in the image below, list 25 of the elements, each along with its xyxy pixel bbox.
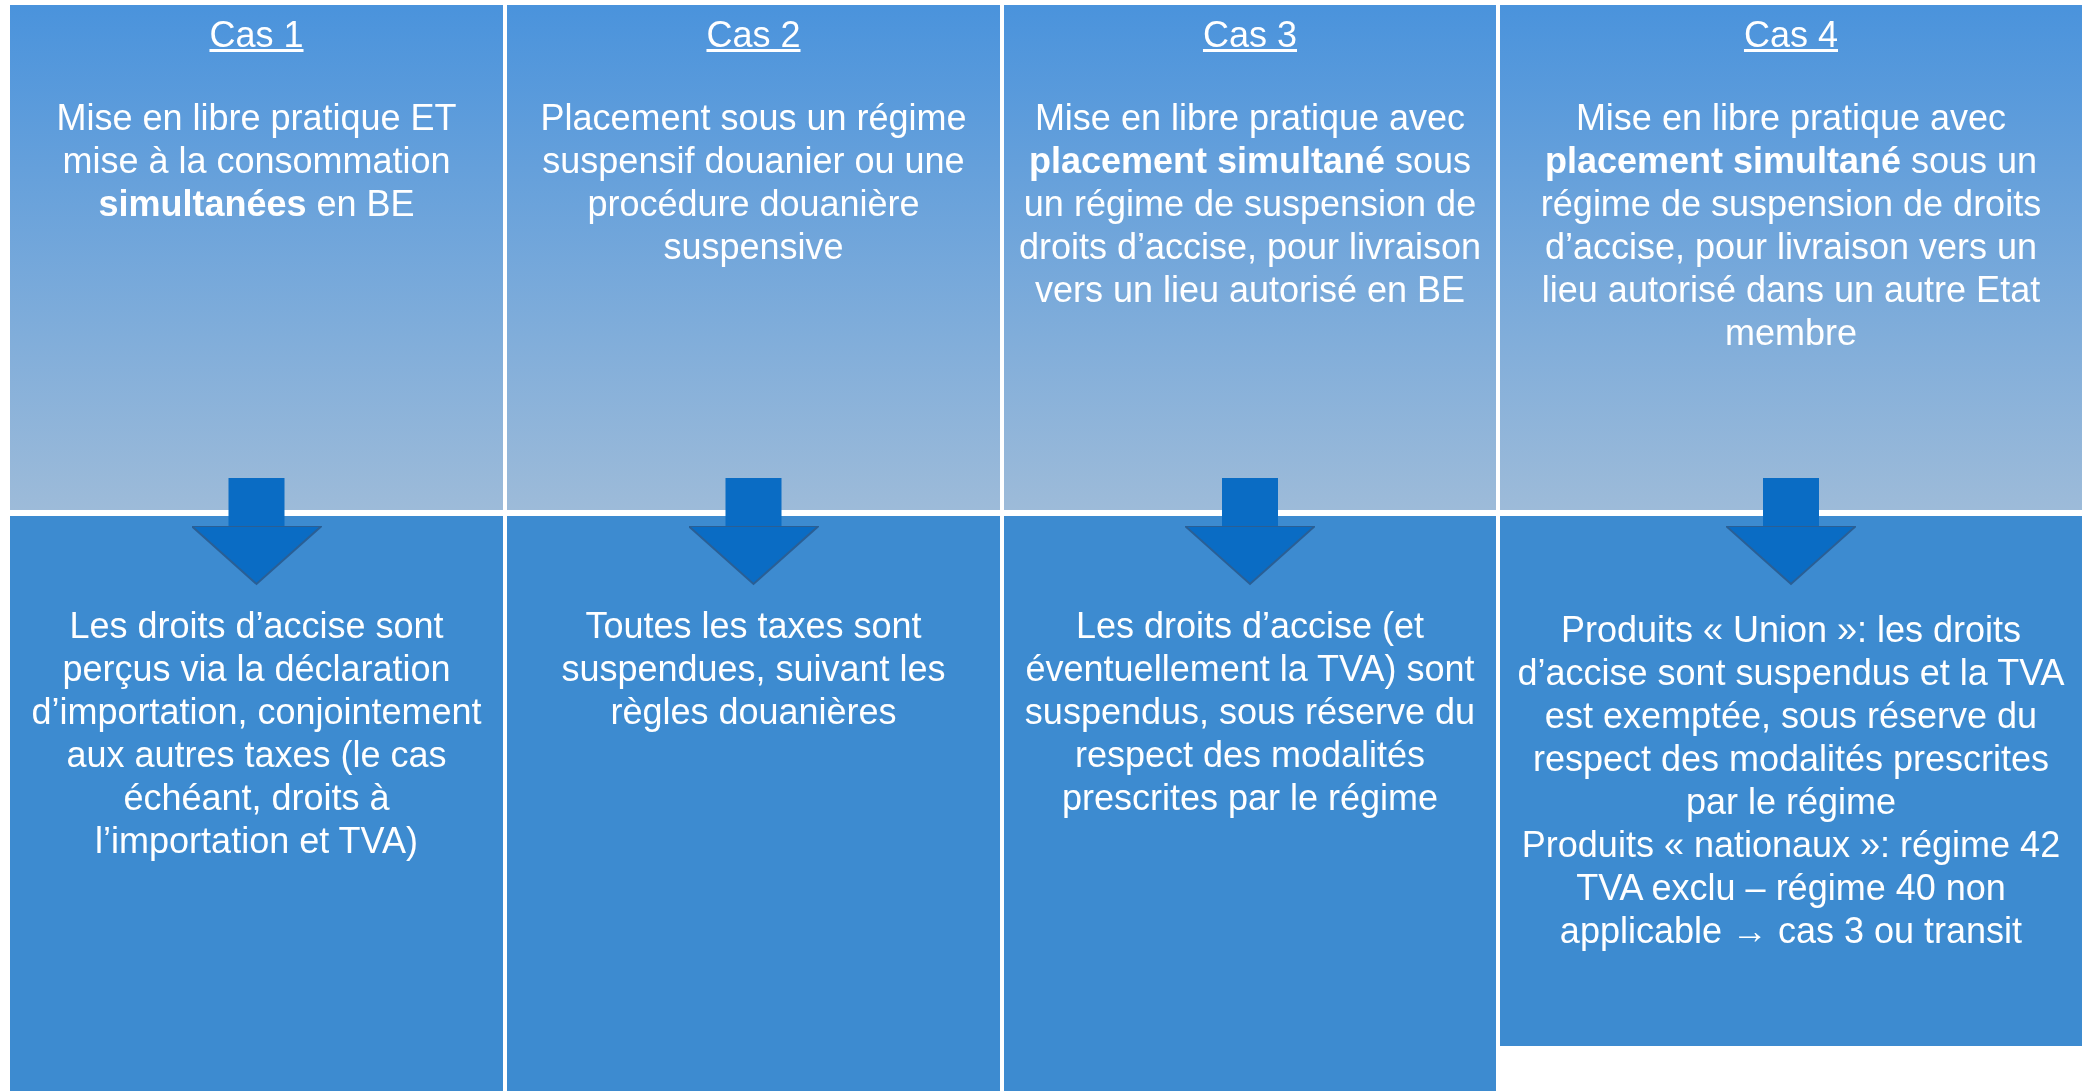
result-text: Les droits d’accise sont perçus via la déclaration d’importation, conjointement aux autres taxes (le cas échéant, droits à l’importation et TVA) [30, 604, 483, 862]
down-arrow [190, 478, 323, 585]
case-description: Mise en libre pratique ET mise à la consommation simultanées en BE [55, 96, 458, 225]
result-text: Les droits d’accise (et éventuellement la TVA) sont suspendus, sous réserve du respect des modalités prescrites par le régime [1023, 604, 1477, 819]
case-panel [1004, 5, 1496, 510]
result-text: Produits « Union »: les droits d’accise sont suspendus et la TVA est exemptée, sous réserve du respect des modalités prescrites par le régime [1516, 608, 2066, 823]
down-arrow [1725, 478, 1857, 585]
case-panel [10, 5, 503, 510]
case-heading: Cas 4 [1742, 13, 1839, 56]
result-panel [10, 516, 503, 1091]
result-text: Toutes les taxes sont suspendues, suivant les règles douanières [560, 604, 947, 733]
result-panel [1004, 516, 1496, 1091]
result-panel [507, 516, 1000, 1091]
result-panel [1500, 516, 2082, 1046]
case-panel [1500, 5, 2082, 510]
case-description: Placement sous un régime suspensif douanier ou une procédure douanière suspensive [539, 96, 968, 268]
case-panel [507, 5, 1000, 510]
case-description: Mise en libre pratique avec placement simultané sous un régime de suspension de droits d’accise, pour livraison vers un lieu autorisé en BE [1018, 96, 1482, 311]
down-arrow [687, 478, 820, 585]
case-description: Mise en libre pratique avec placement simultané sous un régime de suspension de droits d’accise, pour livraison vers un lieu autorisé dans un autre Etat membre [1539, 96, 2043, 354]
case-heading: Cas 1 [208, 13, 305, 56]
result-text: Produits « nationaux »: régime 42 TVA exclu – régime 40 non applicable → cas 3 ou transit [1520, 823, 2062, 952]
case-heading: Cas 2 [705, 13, 802, 56]
case-heading: Cas 3 [1201, 13, 1298, 56]
down-arrow [1184, 478, 1316, 585]
